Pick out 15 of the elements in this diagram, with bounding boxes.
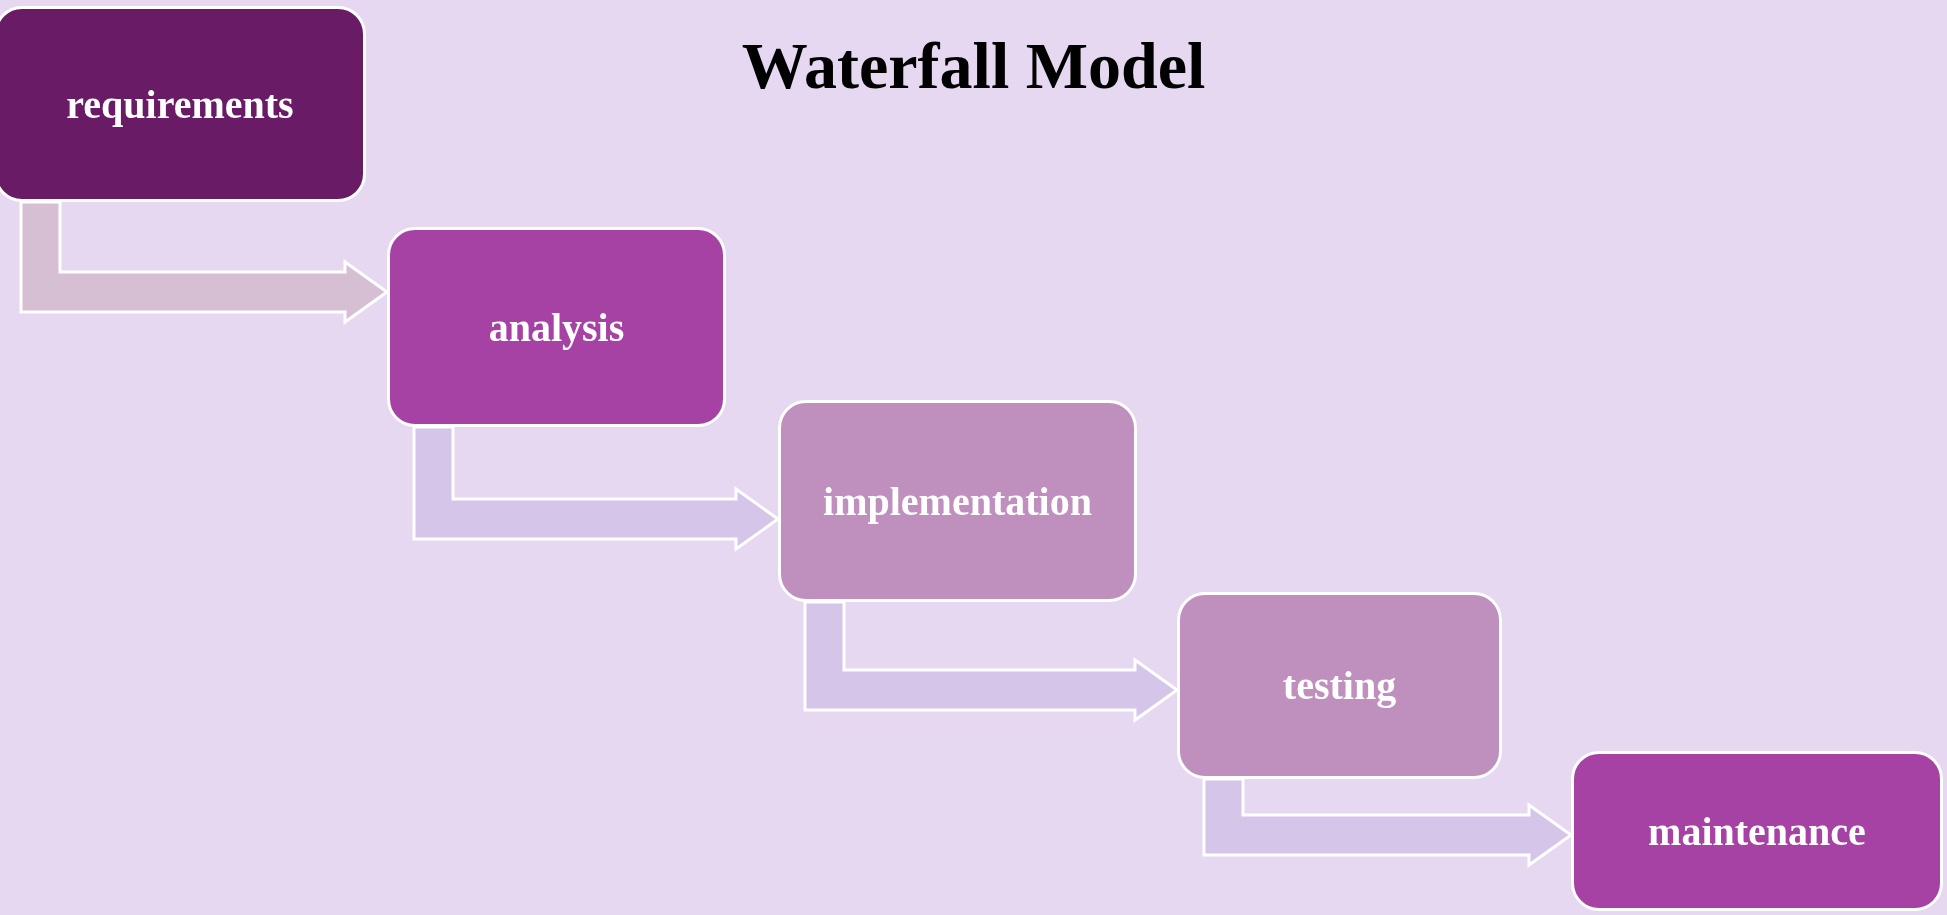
- step-label: requirements: [66, 80, 294, 128]
- bent-arrow: [19, 200, 390, 325]
- bent-arrow: [412, 425, 781, 552]
- step-label: implementation: [823, 477, 1092, 525]
- process-box: [387, 227, 726, 427]
- step-label: testing: [1282, 662, 1397, 709]
- step-label: maintenance: [1648, 807, 1866, 855]
- step-label: analysis: [488, 303, 625, 351]
- bent-arrow: [803, 600, 1180, 723]
- bent-arrow: [1202, 777, 1574, 868]
- process-box: [1177, 592, 1502, 779]
- process-box: [1571, 751, 1943, 911]
- process-box: [778, 400, 1137, 602]
- process-box: [0, 6, 366, 202]
- diagram-title: Waterfall Model: [741, 29, 1206, 102]
